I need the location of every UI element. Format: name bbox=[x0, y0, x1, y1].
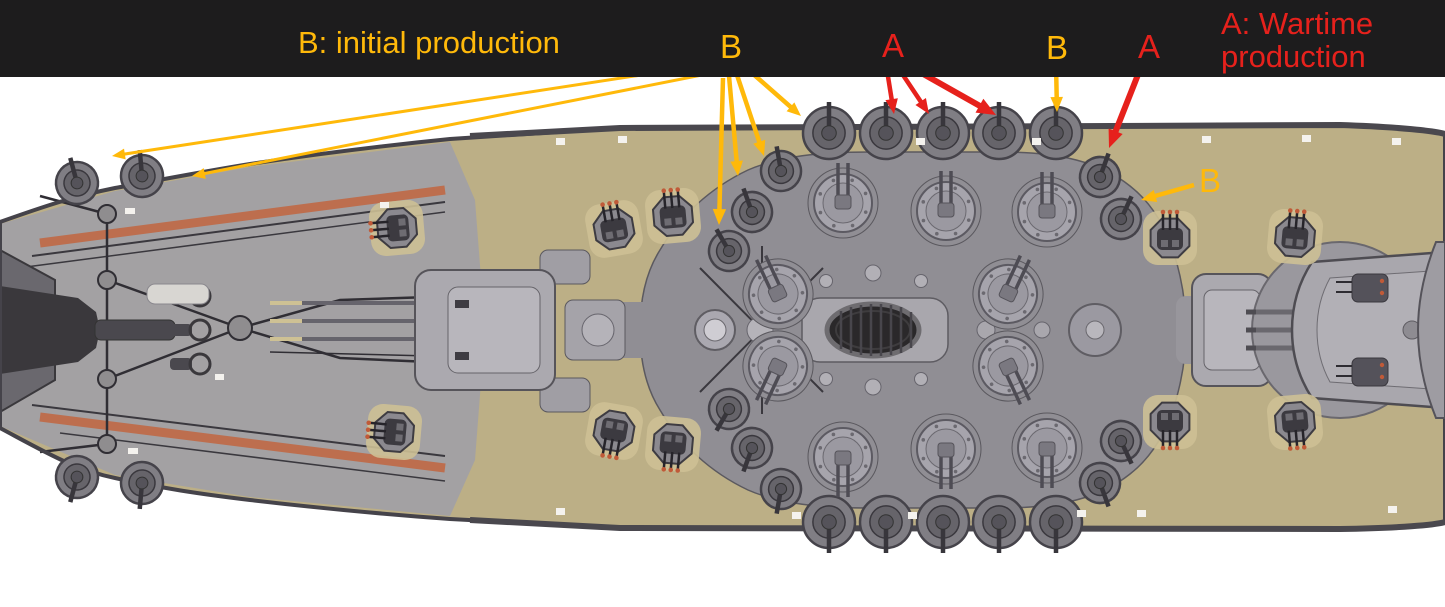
aa-triple-mount bbox=[585, 199, 643, 258]
aa-single-mount bbox=[54, 157, 100, 206]
caption-a-wartime-production: A: Wartime production bbox=[1221, 6, 1374, 74]
aa-single-mount bbox=[971, 102, 1027, 161]
aa-single-mount bbox=[707, 387, 751, 432]
deck-markings bbox=[125, 135, 1401, 519]
aa-gun-mounts bbox=[54, 102, 1324, 553]
dp-twin-mount bbox=[910, 413, 982, 489]
aa-single-mount bbox=[707, 228, 751, 273]
deck-hatch bbox=[146, 283, 210, 305]
aa-single-mount bbox=[801, 494, 857, 553]
aa-triple-mount bbox=[1266, 208, 1324, 266]
aft-tower-structures bbox=[539, 249, 626, 413]
aa-triple-mount bbox=[368, 199, 426, 257]
pointer-label-b: B bbox=[1198, 162, 1222, 199]
dp-twin-mount bbox=[742, 254, 814, 330]
caption-bar bbox=[0, 0, 1445, 77]
aa-single-mount bbox=[971, 494, 1027, 553]
aa-single-mount bbox=[1099, 195, 1143, 241]
aa-single-mount bbox=[915, 102, 971, 161]
aa-single-mount bbox=[730, 426, 774, 473]
aa-triple-mount bbox=[1143, 209, 1197, 265]
aa-single-mount bbox=[759, 467, 803, 515]
main-turret-2 bbox=[1246, 241, 1445, 419]
aa-single-mount bbox=[54, 454, 100, 503]
rail-nodes bbox=[97, 204, 253, 454]
dp-twin-mount bbox=[742, 330, 814, 406]
aa-single-mount bbox=[119, 149, 165, 199]
secondary-turret-aft bbox=[270, 269, 556, 391]
aa-triple-mount bbox=[365, 403, 423, 461]
annotation-arrow bbox=[192, 70, 718, 179]
pointer-label-b: B bbox=[719, 28, 743, 65]
annotation-arrow bbox=[726, 75, 743, 176]
turret-roof-aa-mounts bbox=[1336, 273, 1389, 387]
stern-crane bbox=[0, 248, 212, 414]
dp-twin-mount bbox=[1011, 172, 1083, 248]
aa-single-mount bbox=[1078, 461, 1122, 508]
aa-single-mount bbox=[730, 187, 774, 234]
aa-triple-mount bbox=[644, 187, 702, 245]
aa-triple-mount bbox=[1266, 393, 1324, 451]
annotation-arrow bbox=[712, 77, 727, 225]
caption-b-initial-production: B: initial production bbox=[298, 25, 560, 60]
dp-twin-mount bbox=[807, 421, 879, 497]
pointer-label-b: B bbox=[1045, 29, 1069, 66]
annotation-arrow bbox=[733, 71, 766, 156]
funnel bbox=[824, 301, 922, 359]
dp-twin-mount bbox=[972, 254, 1044, 330]
aa-single-mount bbox=[858, 102, 914, 161]
aa-triple-mount bbox=[1143, 395, 1197, 451]
dp-twin-mount bbox=[807, 163, 879, 239]
aa-single-mount bbox=[915, 494, 971, 553]
annotation-arrow bbox=[112, 62, 714, 160]
aa-single-mount bbox=[1078, 152, 1122, 199]
pointer-label-a: A bbox=[1137, 28, 1161, 65]
pointer-label-a: A bbox=[881, 27, 905, 64]
dp-twin-mount bbox=[910, 171, 982, 247]
aa-triple-mount bbox=[644, 415, 702, 473]
dp-twin-mount bbox=[972, 330, 1044, 406]
aa-triple-mount bbox=[585, 402, 643, 461]
aa-single-mount bbox=[1099, 419, 1143, 465]
dp-twin-mount bbox=[1011, 412, 1083, 488]
aa-single-mount bbox=[858, 494, 914, 553]
aa-single-mount bbox=[801, 102, 857, 161]
main-turret-1-edge bbox=[1416, 241, 1445, 419]
aa-single-mount bbox=[119, 460, 165, 510]
aa-single-mount bbox=[759, 145, 803, 193]
annotation-arrow bbox=[1141, 182, 1195, 202]
aa-single-mount bbox=[1028, 494, 1084, 553]
